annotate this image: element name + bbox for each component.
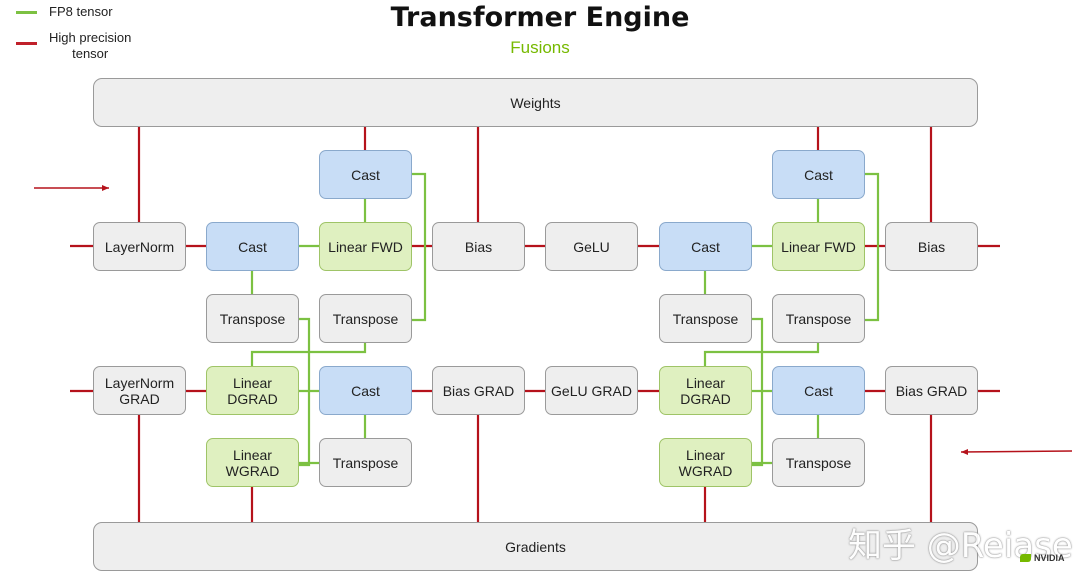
cast-input-node-2: Cast [659,222,752,271]
bias-grad-node-2: Bias GRAD [885,366,978,415]
diagram-title: Transformer Engine [390,2,690,33]
linear-wgrad-node-1: Linear WGRAD [206,438,299,487]
forward-arrow-head [102,185,109,191]
legend-high-precision-swatch [16,42,37,45]
bias-grad-node-1: Bias GRAD [432,366,525,415]
flow-arrows [34,185,1073,455]
gelu-node: GeLU [545,222,638,271]
backward-arrow-shaft [960,450,1073,453]
transpose-node-a1: Transpose [206,294,299,343]
fp8-wire-26 [412,172,427,322]
cast-grad-node-1: Cast [319,366,412,415]
linear-dgrad-node-2: Linear DGRAD [659,366,752,415]
cast-grad-node-2: Cast [772,366,865,415]
watermark-text: 知乎 @Reiase [848,526,1073,566]
nvidia-logo-text: NVIDIA [1034,553,1065,563]
high-precision-wires [70,127,1000,522]
linear-dgrad-node-1: Linear DGRAD [206,366,299,415]
transpose-node-c1: Transpose [319,438,412,487]
transpose-node-b1: Transpose [319,294,412,343]
layernorm-node: LayerNorm [93,222,186,271]
legend-fp8-swatch [16,11,37,14]
legend-fp8: FP8 tensor [16,4,113,20]
nvidia-eye-icon [1020,554,1031,562]
legend-high-precision: High precision tensor [16,30,131,62]
weights-bar: Weights [93,78,978,127]
transpose-node-c2: Transpose [772,438,865,487]
fp8-wire-29 [250,343,367,366]
diagram-subtitle: Fusions [510,38,570,57]
bias-node-1: Bias [432,222,525,271]
linear-wgrad-node-2: Linear WGRAD [659,438,752,487]
cast-weight-node-1: Cast [319,150,412,199]
fp8-wire-35 [865,172,880,322]
cast-weight-node-2: Cast [772,150,865,199]
fp8-wires [250,172,880,467]
linear-fwd-node-1: Linear FWD [319,222,412,271]
legend-high-precision-label: High precision tensor [49,30,132,61]
linear-fwd-node-2: Linear FWD [772,222,865,271]
gradients-bar: Gradients [93,522,978,571]
cast-input-node-1: Cast [206,222,299,271]
gelu-grad-node: GeLU GRAD [545,366,638,415]
fp8-wire-38 [703,343,820,366]
transpose-node-a2: Transpose [659,294,752,343]
nvidia-logo: NVIDIA [1020,553,1065,563]
bias-node-2: Bias [885,222,978,271]
legend-fp8-label: FP8 tensor [49,4,113,19]
transpose-node-b2: Transpose [772,294,865,343]
backward-arrow-head [961,449,968,455]
layernorm-grad-node: LayerNorm GRAD [93,366,186,415]
